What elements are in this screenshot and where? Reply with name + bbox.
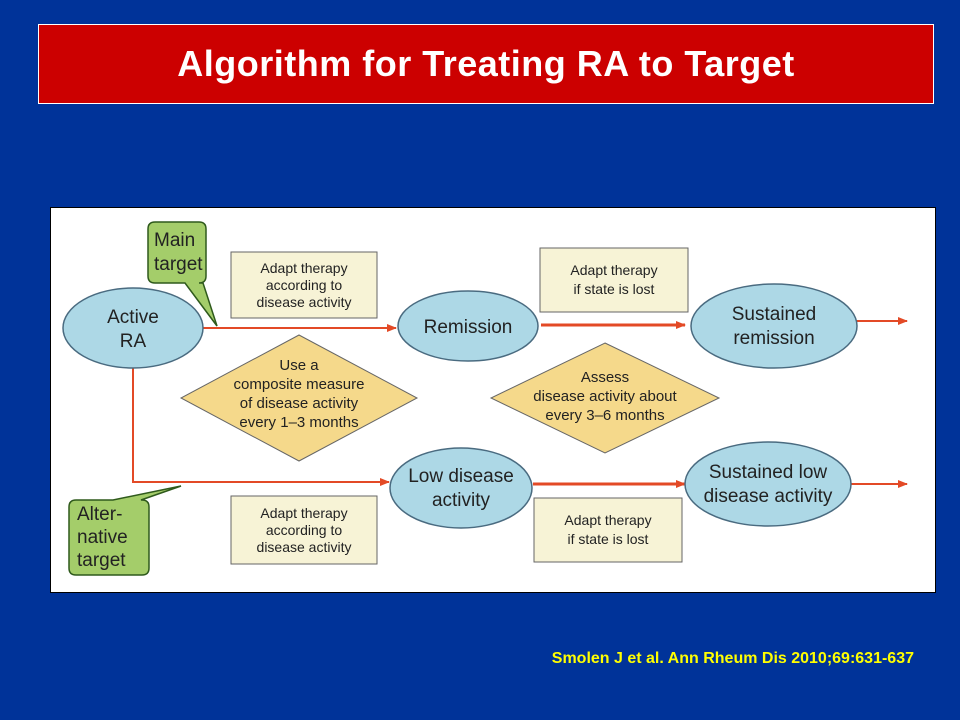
slide-title: Algorithm for Treating RA to Target [177,43,795,84]
low-disease-activity-node: Low disease activity [389,447,533,529]
composite-line-4: every 1–3 months [239,414,358,431]
sustained-remission-line-2: remission [733,328,814,349]
assess-line-1: Assess [581,369,629,386]
active-ra-line-2: RA [120,331,147,352]
alt-target-line-1: Alter- [77,504,122,525]
assess-line-2: disease activity about [533,388,677,405]
low-activity-line-2: activity [432,490,491,511]
alternative-target-callout: Alter- native target [68,485,182,576]
citation: Smolen J et al. Ann Rheum Dis 2010;69:63… [551,650,914,667]
adapt-bottom-left-line-3: disease activity [257,539,352,555]
adapt-bottom-left-line-2: according to [266,522,342,538]
composite-measure-diamond: Use a composite measure of disease activ… [179,334,419,462]
flowchart: Main target Alter- native target Adapt t… [62,221,908,576]
adapt-box-top-right: Adapt therapy if state is lost [539,247,689,313]
adapt-top-right-line-1: Adapt therapy [570,262,657,278]
adapt-bottom-right-line-1: Adapt therapy [564,512,651,528]
sustained-remission-line-1: Sustained [732,304,817,325]
adapt-box-bottom-left: Adapt therapy according to disease activ… [230,495,378,565]
title-bar: Algorithm for Treating RA to Target [38,24,934,104]
alt-target-line-3: target [77,550,126,571]
sustained-low-line-1: Sustained low [709,462,828,483]
composite-line-2: composite measure [234,376,365,393]
adapt-bottom-left-line-1: Adapt therapy [260,505,347,521]
assess-activity-diamond: Assess disease activity about every 3–6 … [489,342,721,454]
assess-line-3: every 3–6 months [545,407,664,424]
diagram-panel: Main target Alter- native target Adapt t… [50,207,936,593]
adapt-box-top-left: Adapt therapy according to disease activ… [230,251,378,319]
adapt-top-left-line-3: disease activity [257,294,352,310]
active-ra-node: Active RA [62,287,204,369]
low-activity-line-1: Low disease [408,466,514,487]
remission-node: Remission [397,290,539,362]
adapt-top-right-line-2: if state is lost [574,281,655,297]
remission-label: Remission [424,317,513,338]
alt-target-line-2: native [77,527,128,548]
composite-line-3: of disease activity [240,395,359,412]
composite-line-1: Use a [279,357,319,374]
adapt-top-left-line-2: according to [266,277,342,293]
sustained-low-line-2: disease activity [704,486,833,507]
connectors [132,317,908,488]
main-target-callout: Main target [147,221,218,327]
arrow-active-to-low [132,364,390,486]
main-target-line-2: target [154,254,203,275]
sustained-remission-node: Sustained remission [690,283,858,369]
adapt-box-bottom-right: Adapt therapy if state is lost [533,497,683,563]
main-target-line-1: Main [154,230,195,251]
adapt-top-left-line-1: Adapt therapy [260,260,347,276]
sustained-low-activity-node: Sustained low disease activity [684,441,852,527]
adapt-bottom-right-line-2: if state is lost [568,531,649,547]
active-ra-line-1: Active [107,307,159,328]
